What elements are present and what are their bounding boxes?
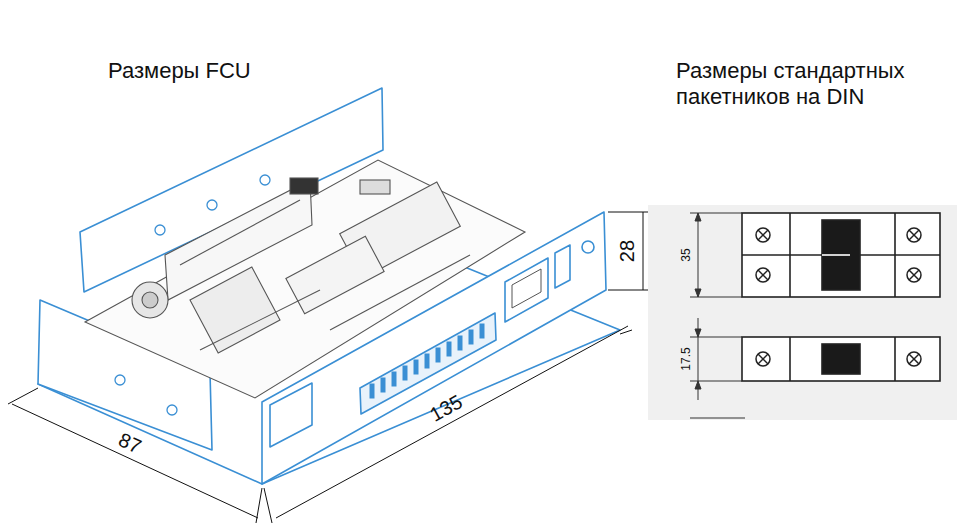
usb-port (555, 245, 570, 288)
double-breaker (742, 213, 940, 297)
front-panel (262, 212, 606, 484)
rj45-detail (512, 269, 541, 308)
photo-ground (648, 205, 957, 420)
rj45-port (505, 258, 548, 322)
breaker-dimensions (690, 213, 745, 418)
dimension-lines (8, 212, 648, 523)
mount-hole (582, 241, 594, 253)
dimension: 35 (679, 248, 693, 261)
panel-cutout (270, 383, 312, 447)
heading: Размеры стандартных пакетников на DIN (676, 58, 938, 111)
single-breaker (742, 337, 940, 381)
heading: Размеры FCU (108, 58, 251, 84)
dimension: 17.5 (679, 347, 693, 370)
terminal-pins (370, 324, 484, 398)
dimension: 28 (615, 240, 639, 262)
screws (756, 228, 921, 366)
holes (115, 175, 270, 415)
terminal-block (360, 313, 496, 414)
